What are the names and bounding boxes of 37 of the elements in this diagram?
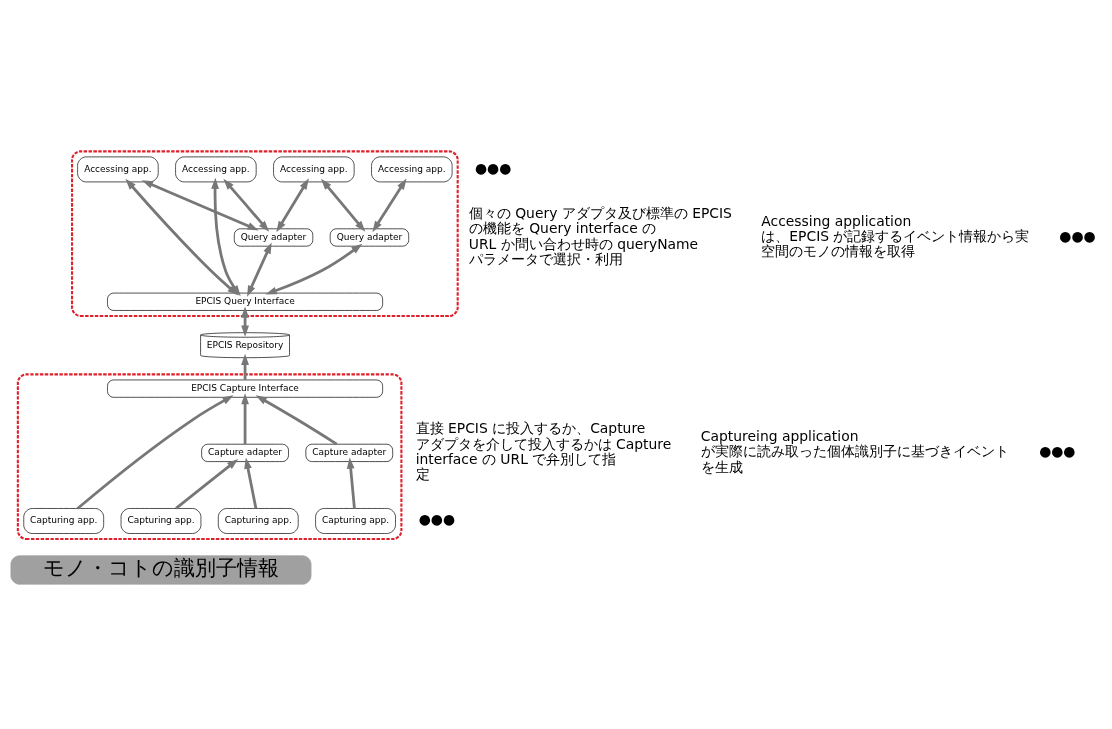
node-box: モノ・コトの識別子情報: [10, 554, 312, 585]
label: 直接 EPCIS に投入するか、Capture アダプタを介して投入するかは Capture interface の URL で弁別して指定: [415, 419, 672, 482]
node-box: Capture adapter: [201, 443, 289, 462]
label: ●●●: [1059, 227, 1096, 244]
label: 個々の Query アダプタ及び標準の EPCIS の機能を Query interface の URL か問い合わせ時の queryName パラメータで選択・利用: [468, 204, 732, 267]
node-box: Accessing app.: [175, 156, 257, 182]
arrow: [372, 177, 407, 232]
arrow: [276, 177, 309, 232]
node-box: Accessing app.: [77, 156, 159, 182]
arrow: [255, 394, 338, 445]
label: ●●●: [474, 159, 512, 176]
arrow: [241, 392, 249, 444]
node-box: Capturing app.: [23, 507, 104, 534]
node-box: Capturing app.: [315, 507, 396, 534]
node-box: Accessing app.: [371, 156, 453, 182]
label: ●●●: [418, 510, 455, 527]
node-box: Query adapter: [329, 227, 410, 247]
label: Accessing application は、EPCIS が記録するイベント情報から実空間のモノの情報を取得: [761, 212, 1030, 259]
node-box: Capture adapter: [305, 443, 394, 462]
arrow: [321, 178, 366, 232]
arrow: [141, 179, 259, 230]
label: ●●●: [1039, 442, 1076, 459]
arrow: [346, 456, 356, 508]
arrow: [223, 178, 270, 232]
node-box: EPCIS Capture Interface: [107, 379, 383, 398]
node-box: Query adapter: [233, 227, 314, 247]
cluster: [16, 372, 403, 540]
arrow: [247, 241, 272, 297]
node-box: Capturing app.: [217, 507, 299, 534]
arrow: [244, 457, 258, 509]
arrow: [76, 394, 234, 510]
arrow: [175, 458, 239, 509]
arrow: [265, 243, 363, 294]
label: Captureing application が実際に読み取った個体識別子に基づきイベントを生成: [700, 427, 1009, 475]
node-box: Capturing app.: [120, 507, 202, 534]
node-box: EPCIS Query Interface: [107, 292, 383, 311]
node-box: Accessing app.: [273, 156, 355, 182]
